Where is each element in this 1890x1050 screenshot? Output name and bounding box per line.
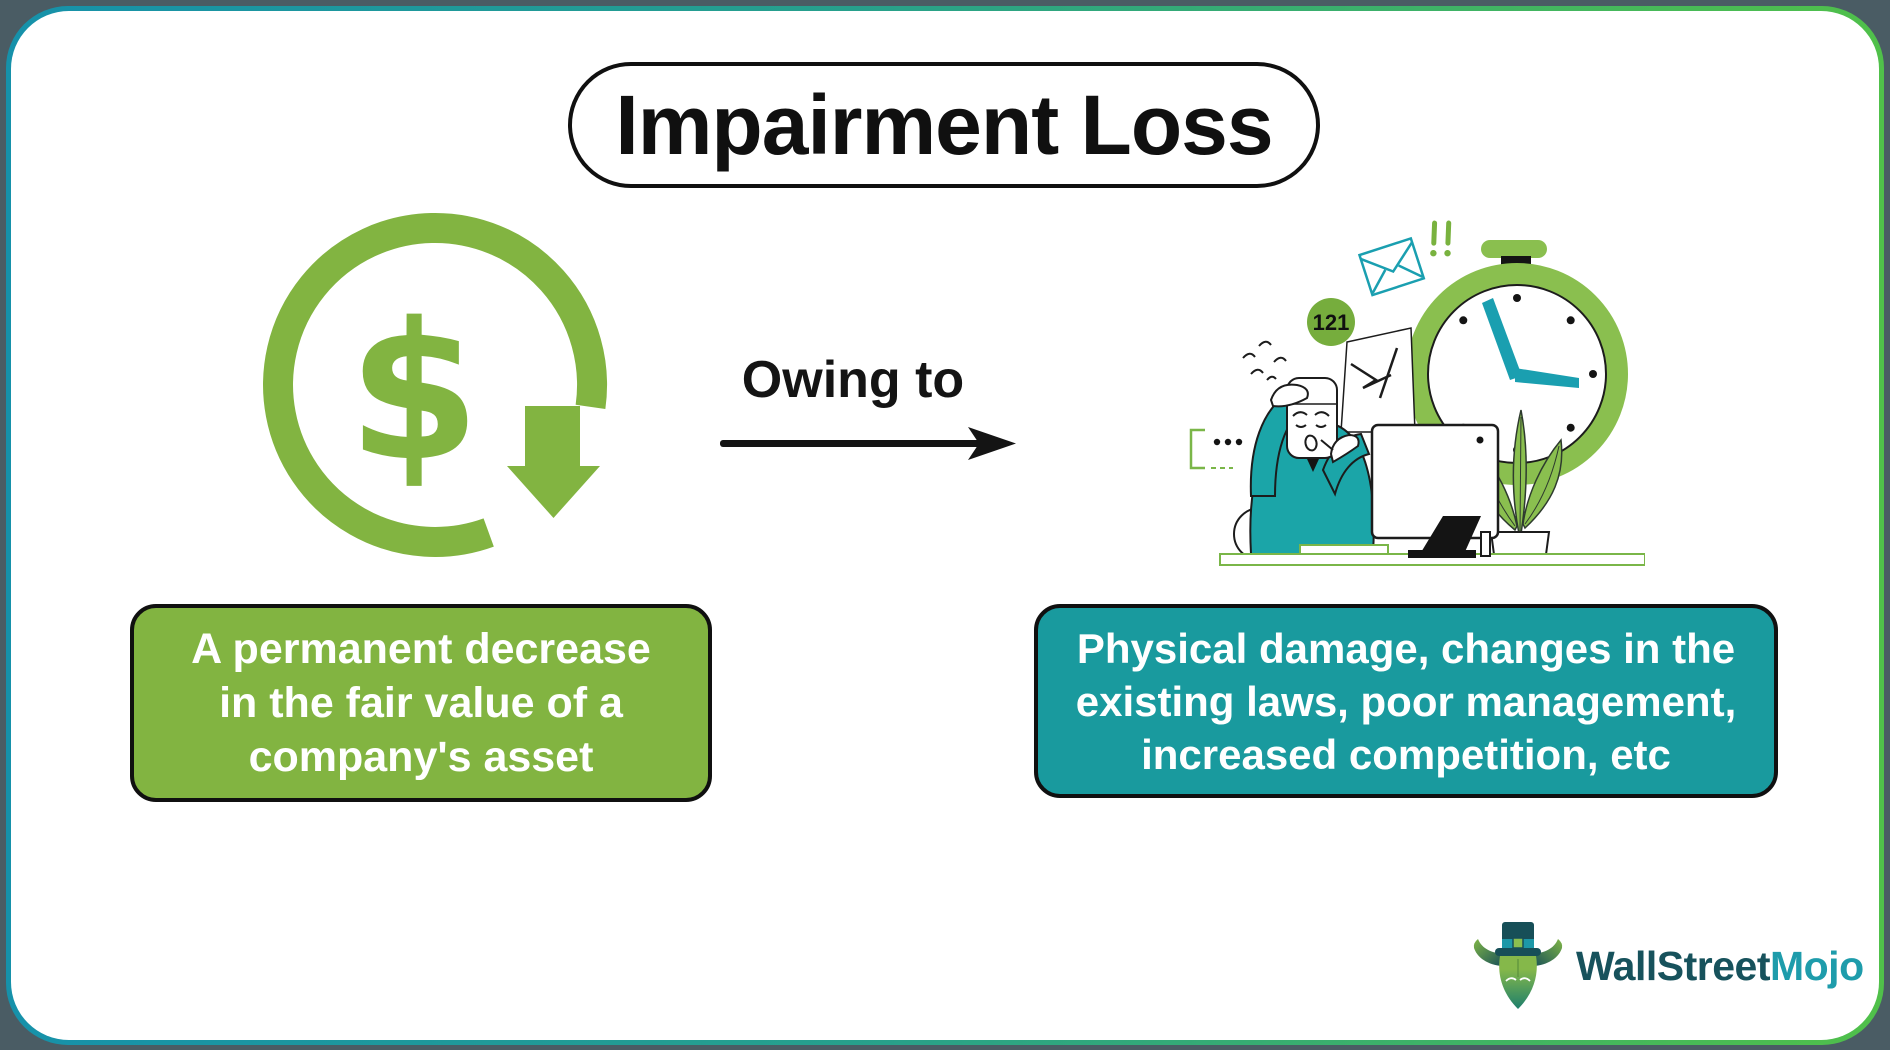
page-title: Impairment Loss bbox=[615, 77, 1273, 172]
cracked-paper bbox=[1340, 327, 1416, 433]
brand-name-part2: Mojo bbox=[1769, 942, 1864, 989]
causes-line-1: Physical damage, changes in the bbox=[1076, 624, 1736, 672]
bull-mascot-icon bbox=[1473, 922, 1563, 1009]
causes-line-3: increased competition, etc bbox=[1141, 730, 1671, 778]
causes-box: Physical damage, changes in the existing… bbox=[1034, 604, 1778, 798]
sweat-marks bbox=[1242, 340, 1287, 381]
worried-person bbox=[1233, 340, 1375, 561]
definition-box: A permanent decrease in the fair value o… bbox=[130, 604, 712, 802]
dollar-glyph: $ bbox=[348, 282, 480, 503]
down-arrow-head bbox=[507, 466, 600, 518]
connector-label: Owing to bbox=[741, 351, 965, 409]
brand-logo: WallStreetMojo bbox=[1472, 916, 1864, 1016]
definition-line-2: in the fair value of a bbox=[219, 679, 623, 727]
badge-121-text: 121 bbox=[1313, 310, 1350, 335]
side-bracket bbox=[1189, 428, 1243, 470]
right-arrow-icon bbox=[720, 427, 1016, 460]
badge-121: 121 bbox=[1307, 298, 1355, 346]
envelope-icon bbox=[1357, 236, 1426, 297]
brand-name-part1: WallStreet bbox=[1576, 942, 1770, 989]
keyboard bbox=[1299, 544, 1389, 555]
definition-line-1: A permanent decrease bbox=[191, 625, 651, 673]
brand-text: WallStreetMojo bbox=[1576, 943, 1864, 990]
exclamation-icon bbox=[1430, 220, 1452, 257]
deadline-stress-illustration: 121 bbox=[1189, 220, 1645, 566]
causes-line-2: existing laws, poor management, bbox=[1075, 677, 1737, 725]
down-arrow-shaft bbox=[525, 406, 580, 466]
title-pill: Impairment Loss bbox=[568, 62, 1320, 188]
dollar-decrease-icon: $ bbox=[263, 212, 608, 557]
computer-monitor-icon bbox=[1370, 423, 1500, 558]
definition-line-3: company's asset bbox=[248, 733, 594, 781]
